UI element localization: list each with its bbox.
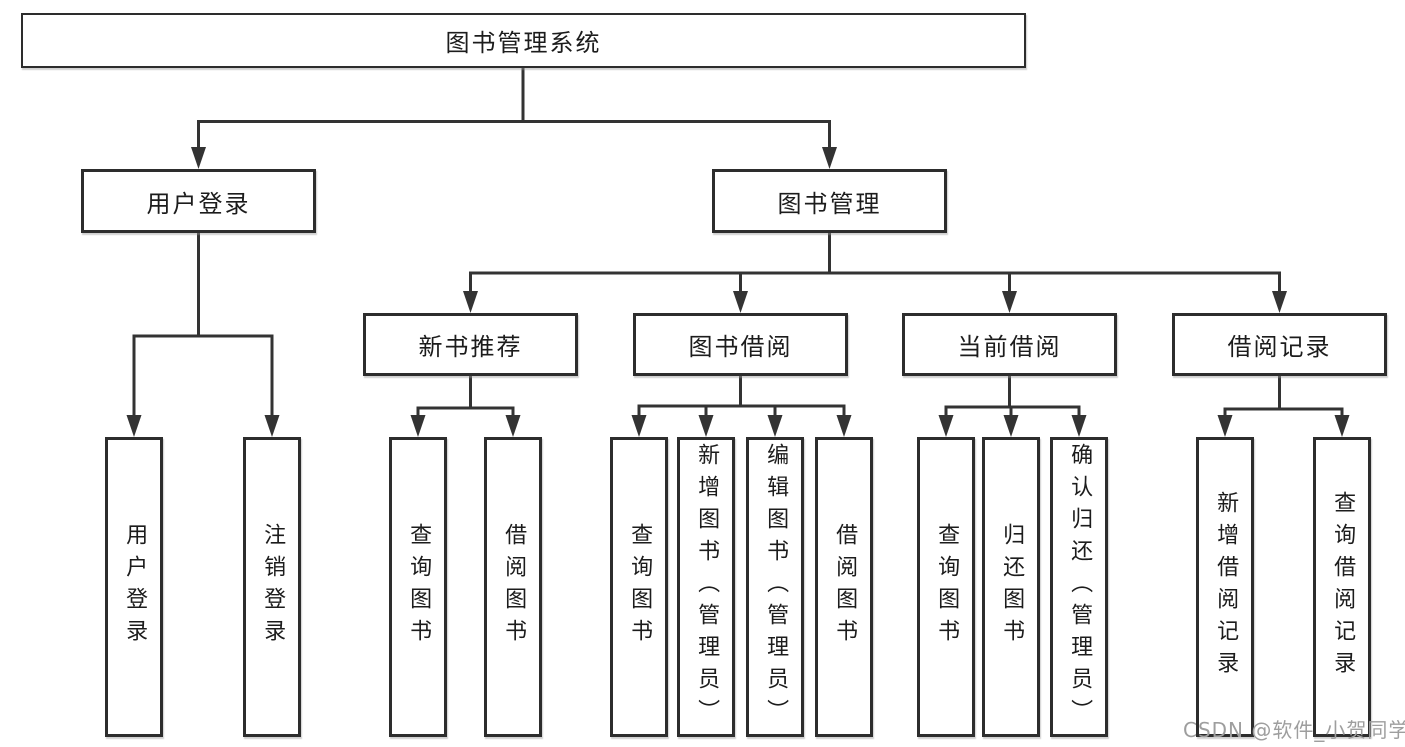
node-label: 借阅图书 bbox=[832, 523, 858, 651]
node-label: 查询图书 bbox=[406, 523, 432, 651]
node-label: 用户登录 bbox=[146, 189, 251, 218]
node-label: 查询借阅记录 bbox=[1330, 491, 1356, 683]
node-label: 图书借阅 bbox=[688, 333, 793, 361]
node-leaf-add-books-admin: 新增图书（管理员） bbox=[677, 437, 735, 737]
node-leaf-user-login: 用户登录 bbox=[105, 437, 163, 737]
node-label: 归还图书 bbox=[999, 523, 1025, 651]
node-label: 确认归还（管理员） bbox=[1067, 443, 1093, 731]
node-label: 注销登录 bbox=[260, 523, 286, 651]
node-leaf-query-books-2: 查询图书 bbox=[610, 437, 668, 737]
node-label: 新增借阅记录 bbox=[1213, 491, 1239, 683]
node-borrowing-records: 借阅记录 bbox=[1172, 313, 1387, 376]
node-label: 用户登录 bbox=[122, 523, 148, 651]
node-leaf-borrow-books-2: 借阅图书 bbox=[815, 437, 873, 737]
node-leaf-edit-books-admin: 编辑图书（管理员） bbox=[746, 437, 804, 737]
node-label: 图书管理系统 bbox=[445, 29, 602, 57]
csdn-watermark: CSDN @软件_小贺同学 bbox=[1183, 718, 1405, 742]
node-label: 借阅图书 bbox=[501, 523, 527, 651]
node-label: 新增图书（管理员） bbox=[694, 443, 720, 731]
node-leaf-return-books: 归还图书 bbox=[982, 437, 1040, 737]
node-leaf-query-borrow-record: 查询借阅记录 bbox=[1313, 437, 1371, 737]
node-leaf-logout: 注销登录 bbox=[243, 437, 301, 737]
node-book-borrowing: 图书借阅 bbox=[633, 313, 848, 376]
node-label: 当前借阅 bbox=[957, 333, 1062, 361]
node-label: 借阅记录 bbox=[1227, 333, 1332, 361]
node-label: 新书推荐 bbox=[418, 333, 523, 361]
node-user-login-branch: 用户登录 bbox=[81, 169, 316, 233]
node-library-management-system: 图书管理系统 bbox=[21, 13, 1026, 68]
node-new-book-recommendation: 新书推荐 bbox=[363, 313, 578, 376]
node-label: 查询图书 bbox=[934, 523, 960, 651]
node-leaf-query-books-1: 查询图书 bbox=[389, 437, 447, 737]
node-label: 查询图书 bbox=[627, 523, 653, 651]
node-book-management-branch: 图书管理 bbox=[712, 169, 947, 233]
node-label: 编辑图书（管理员） bbox=[763, 443, 789, 731]
node-leaf-borrow-books-1: 借阅图书 bbox=[484, 437, 542, 737]
node-label: 图书管理 bbox=[777, 189, 882, 218]
node-current-borrowing: 当前借阅 bbox=[902, 313, 1117, 376]
node-leaf-add-borrow-record: 新增借阅记录 bbox=[1196, 437, 1254, 737]
node-leaf-query-books-3: 查询图书 bbox=[917, 437, 975, 737]
node-leaf-confirm-return-admin: 确认归还（管理员） bbox=[1050, 437, 1108, 737]
